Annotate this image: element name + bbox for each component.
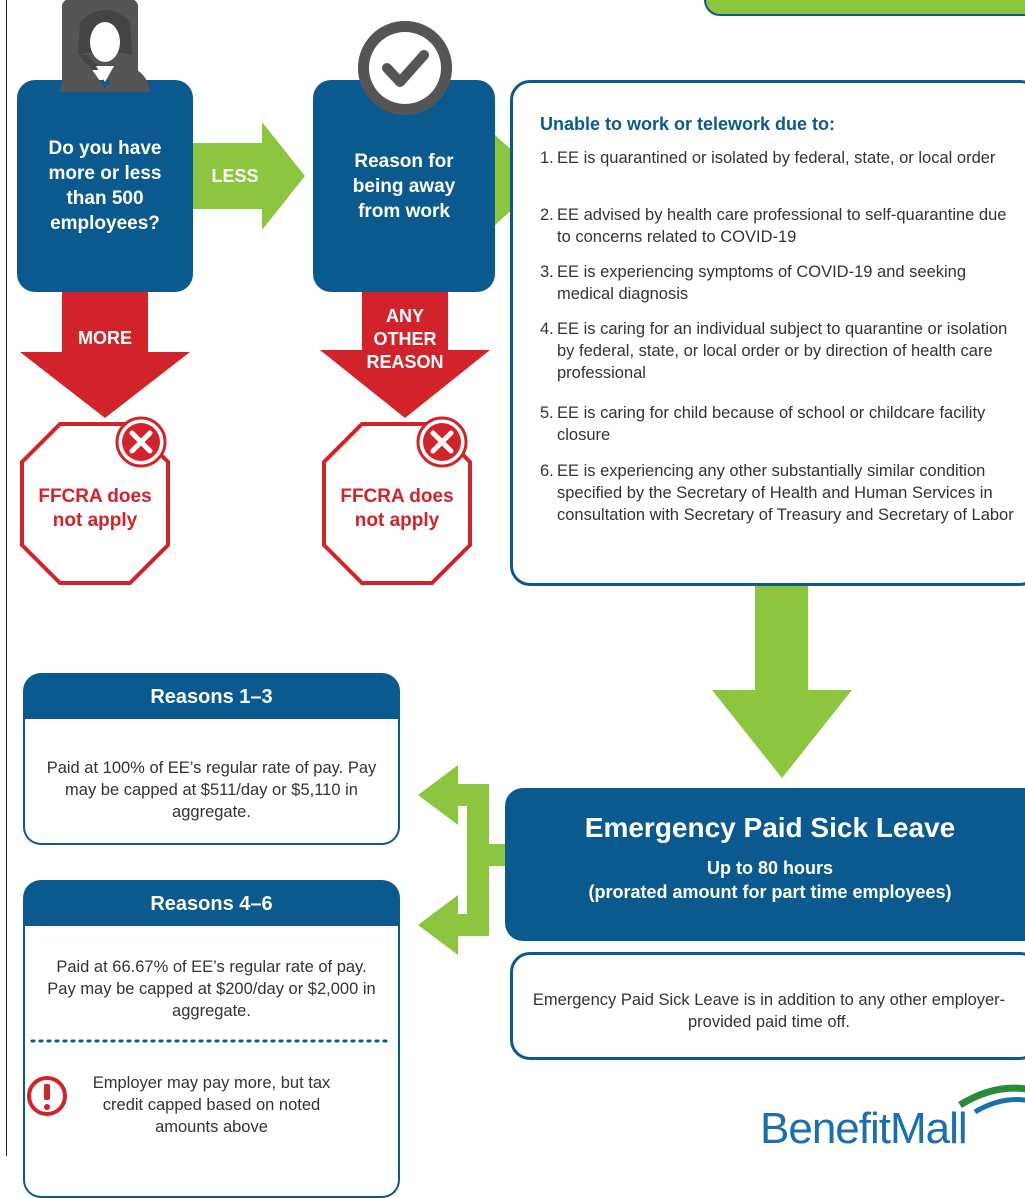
reason-num-1: 1. [540,149,554,167]
arrow-down-green-shape [712,585,852,778]
epsl-subtitle-line-2: (prorated amount for part time employees… [588,882,952,902]
stop2-line-1: FFCRA does [340,486,454,507]
epsl-subtitle-line-1: Up to 80 hours [706,858,833,878]
reason-text-5: EE is caring for child because of school… [557,404,986,444]
reason-num-5: 5. [540,404,554,422]
reason-item-4: 4. EE is caring for an individual subjec… [540,318,1015,384]
reason-item-5: 5. EE is caring for child because of sch… [540,402,1015,446]
reasons-1-3-card: Reasons 1–3 Paid at 100% of EE’s regular… [23,673,400,845]
reason-text-4: EE is caring for an individual subject t… [557,320,1008,382]
stop2-line-2: not apply [354,510,440,531]
arrow-less-shape [190,122,305,230]
stop-sign-2-text: FFCRA does not apply [324,485,470,533]
reason-num-2: 2. [540,206,554,224]
card2-note-text: Employer may pay more, but tax credit ca… [92,1074,331,1136]
arrow-less-label: LESS [211,166,259,186]
reasons-title: Unable to work or telework due to: [540,114,836,134]
reason-item-2: 2. EE advised by health care professiona… [540,204,1015,248]
person-icon-top [60,10,150,92]
epsl-subtitle: Up to 80 hours (prorated amount for part… [515,856,1025,904]
note-box [510,952,1025,1060]
reasons-4-6-card: Reasons 4–6 Paid at 66.67% of EE’s regul… [23,880,400,1198]
step1-line-3: than 500 [66,188,144,209]
reason-item-6: 6. EE is experiencing any other substant… [540,460,1015,526]
arrow-left-down-head [418,895,458,955]
epsl-box [505,788,1025,941]
arrow-more-shape [20,290,190,418]
reason-text-1: EE is quarantined or isolated by federal… [557,149,996,167]
stop1-line-2: not apply [52,510,138,531]
step1-line-2: more or less [48,163,162,184]
step1-line-4: employees? [50,213,160,234]
reason-num-3: 3. [540,263,554,281]
reason-num-6: 6. [540,462,554,480]
check-circle-icon-top [358,21,452,115]
arrow-other-line-3: REASON [366,352,444,372]
reason-text-6: EE is experiencing any other substantial… [557,462,1014,524]
reason-item-1: 1. EE is quarantined or isolated by fede… [540,147,1015,169]
step2-line-1: Reason for [354,150,454,172]
step1-line-1: Do you have [48,138,162,159]
exclamation-icon [27,1076,67,1116]
reasons-box [510,80,1025,586]
note-text: Emergency Paid Sick Leave is in addition… [532,991,1006,1031]
benefitmall-logo: BenefitMall [760,1104,968,1153]
step2-question-box: Reason for being away from work [313,80,495,292]
arrow-other-line-2: OTHER [373,329,437,349]
arrow-more-label: MORE [78,328,132,348]
step1-question-box: Do you have more or less than 500 employ… [17,80,193,292]
epsl-title: Emergency Paid Sick Leave [584,812,956,843]
reason-item-3: 3. EE is experiencing symptoms of COVID-… [540,261,1015,305]
reason-text-2: EE advised by health care professional t… [557,206,1007,246]
card1-body-text: Paid at 100% of EE’s regular rate of pay… [46,759,377,821]
arrow-other-label: ANY OTHER REASON [350,305,460,374]
card1-body: Paid at 100% of EE’s regular rate of pay… [23,719,400,845]
icon-layer [60,10,452,115]
reason-num-4: 4. [540,320,554,338]
arrow-left-up-head [418,765,458,825]
reason-text-3: EE is experiencing symptoms of COVID-19 … [557,263,967,303]
stop-sign-1-text: FFCRA does not apply [22,485,168,533]
arrow-other-line-1: ANY [385,306,424,326]
card1-title: Reasons 1–3 [23,673,400,719]
step2-line-3: from work [358,200,450,222]
logo-swoosh [958,1084,1025,1108]
card2-body: Paid at 66.67% of EE’s regular rate of p… [23,926,400,1198]
page-left-border [6,0,7,1156]
arrow-other-shape [320,290,490,418]
step2-line-2: being away [352,175,456,197]
card2-title: Reasons 4–6 [23,880,400,926]
card2-body-text: Paid at 66.67% of EE’s regular rate of p… [47,958,376,1020]
stop1-line-1: FFCRA does [38,486,152,507]
